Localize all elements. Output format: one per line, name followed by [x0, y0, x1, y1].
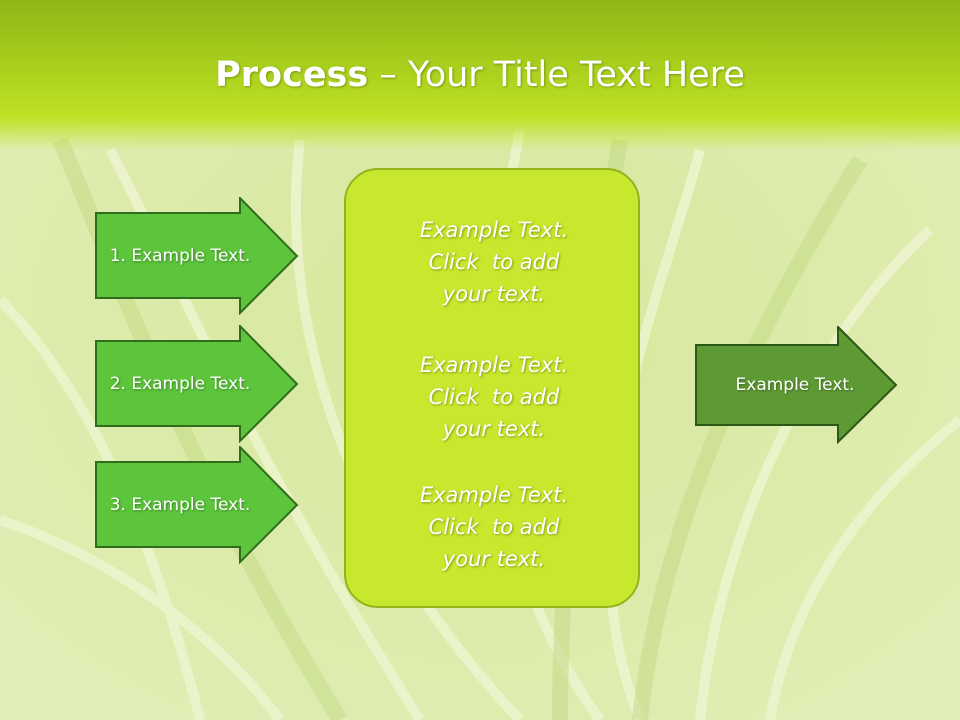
center-text-3-line-2: Click to add	[428, 515, 560, 539]
input-arrow-3-label: 3. Example Text.	[109, 495, 251, 515]
output-arrow-label: Example Text.	[735, 375, 855, 395]
slide-title[interactable]: Process – Your Title Text Here	[0, 52, 960, 98]
input-arrow-1-label: 1. Example Text.	[109, 246, 251, 266]
input-arrow-2[interactable]: 2. Example Text.	[95, 325, 301, 443]
input-arrow-1[interactable]: 1. Example Text.	[95, 197, 301, 315]
title-rest: – Your Title Text Here	[368, 55, 745, 95]
center-text-1-line-3: your text.	[442, 282, 546, 306]
title-bold: Process	[215, 55, 369, 95]
center-text-1-line-2: Click to add	[428, 250, 560, 274]
input-arrow-3[interactable]: 3. Example Text.	[95, 446, 301, 564]
title-bar	[0, 0, 960, 150]
center-text-block-2[interactable]: Example Text. Click to add your text.	[346, 349, 642, 445]
center-text-block-1[interactable]: Example Text. Click to add your text.	[346, 214, 642, 310]
center-text-3-line-1: Example Text.	[419, 483, 569, 507]
input-arrow-2-label: 2. Example Text.	[109, 374, 251, 394]
output-arrow[interactable]: Example Text.	[695, 326, 899, 444]
center-text-2-line-3: your text.	[442, 417, 546, 441]
center-text-block-3[interactable]: Example Text. Click to add your text.	[346, 479, 642, 575]
center-text-2-line-1: Example Text.	[419, 353, 569, 377]
center-process-box[interactable]: Example Text. Click to add your text. Ex…	[344, 168, 640, 608]
center-text-1-line-1: Example Text.	[419, 218, 569, 242]
center-text-3-line-3: your text.	[442, 547, 546, 571]
center-text-2-line-2: Click to add	[428, 385, 560, 409]
